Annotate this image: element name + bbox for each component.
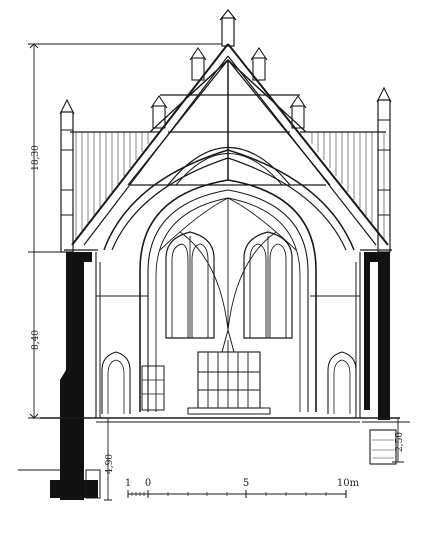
scale-label-10m: 10m xyxy=(337,478,360,489)
upper-right-pinnacle xyxy=(250,47,268,81)
chancel-arch xyxy=(139,179,317,412)
right-window xyxy=(243,231,293,339)
upper-left-pinnacle xyxy=(189,47,207,81)
roof xyxy=(70,43,389,251)
mid-right-pinnacle xyxy=(289,95,307,129)
scale-bar: 1 0 5 10m xyxy=(125,478,360,498)
roof-hatching xyxy=(75,132,385,240)
left-window xyxy=(165,231,215,339)
scale-label-1: 1 xyxy=(125,478,131,489)
left-foundation xyxy=(50,480,98,498)
left-wall-section xyxy=(60,252,92,500)
dimension-foundation-right: 2,50 xyxy=(395,432,405,452)
dimension-lines xyxy=(28,43,404,501)
scale-label-5: 5 xyxy=(243,478,249,489)
dimension-foundation-left: 4,90 xyxy=(105,454,115,474)
left-niche xyxy=(101,351,131,414)
right-wall-section xyxy=(364,252,390,420)
scale-label-0: 0 xyxy=(145,478,151,489)
dimension-wall-height: 8,40 xyxy=(31,330,41,350)
altar xyxy=(187,328,271,415)
dimension-total-height: 18,30 xyxy=(31,145,41,171)
central-pinnacle xyxy=(219,9,237,47)
pinnacles xyxy=(59,9,392,253)
left-side-altar xyxy=(141,365,165,411)
floor-and-foundation xyxy=(18,417,410,499)
walls xyxy=(60,249,392,500)
right-niche xyxy=(327,351,357,414)
mid-left-pinnacle xyxy=(150,95,168,129)
left-corner-pinnacle xyxy=(59,98,75,253)
right-foundation xyxy=(369,429,397,465)
